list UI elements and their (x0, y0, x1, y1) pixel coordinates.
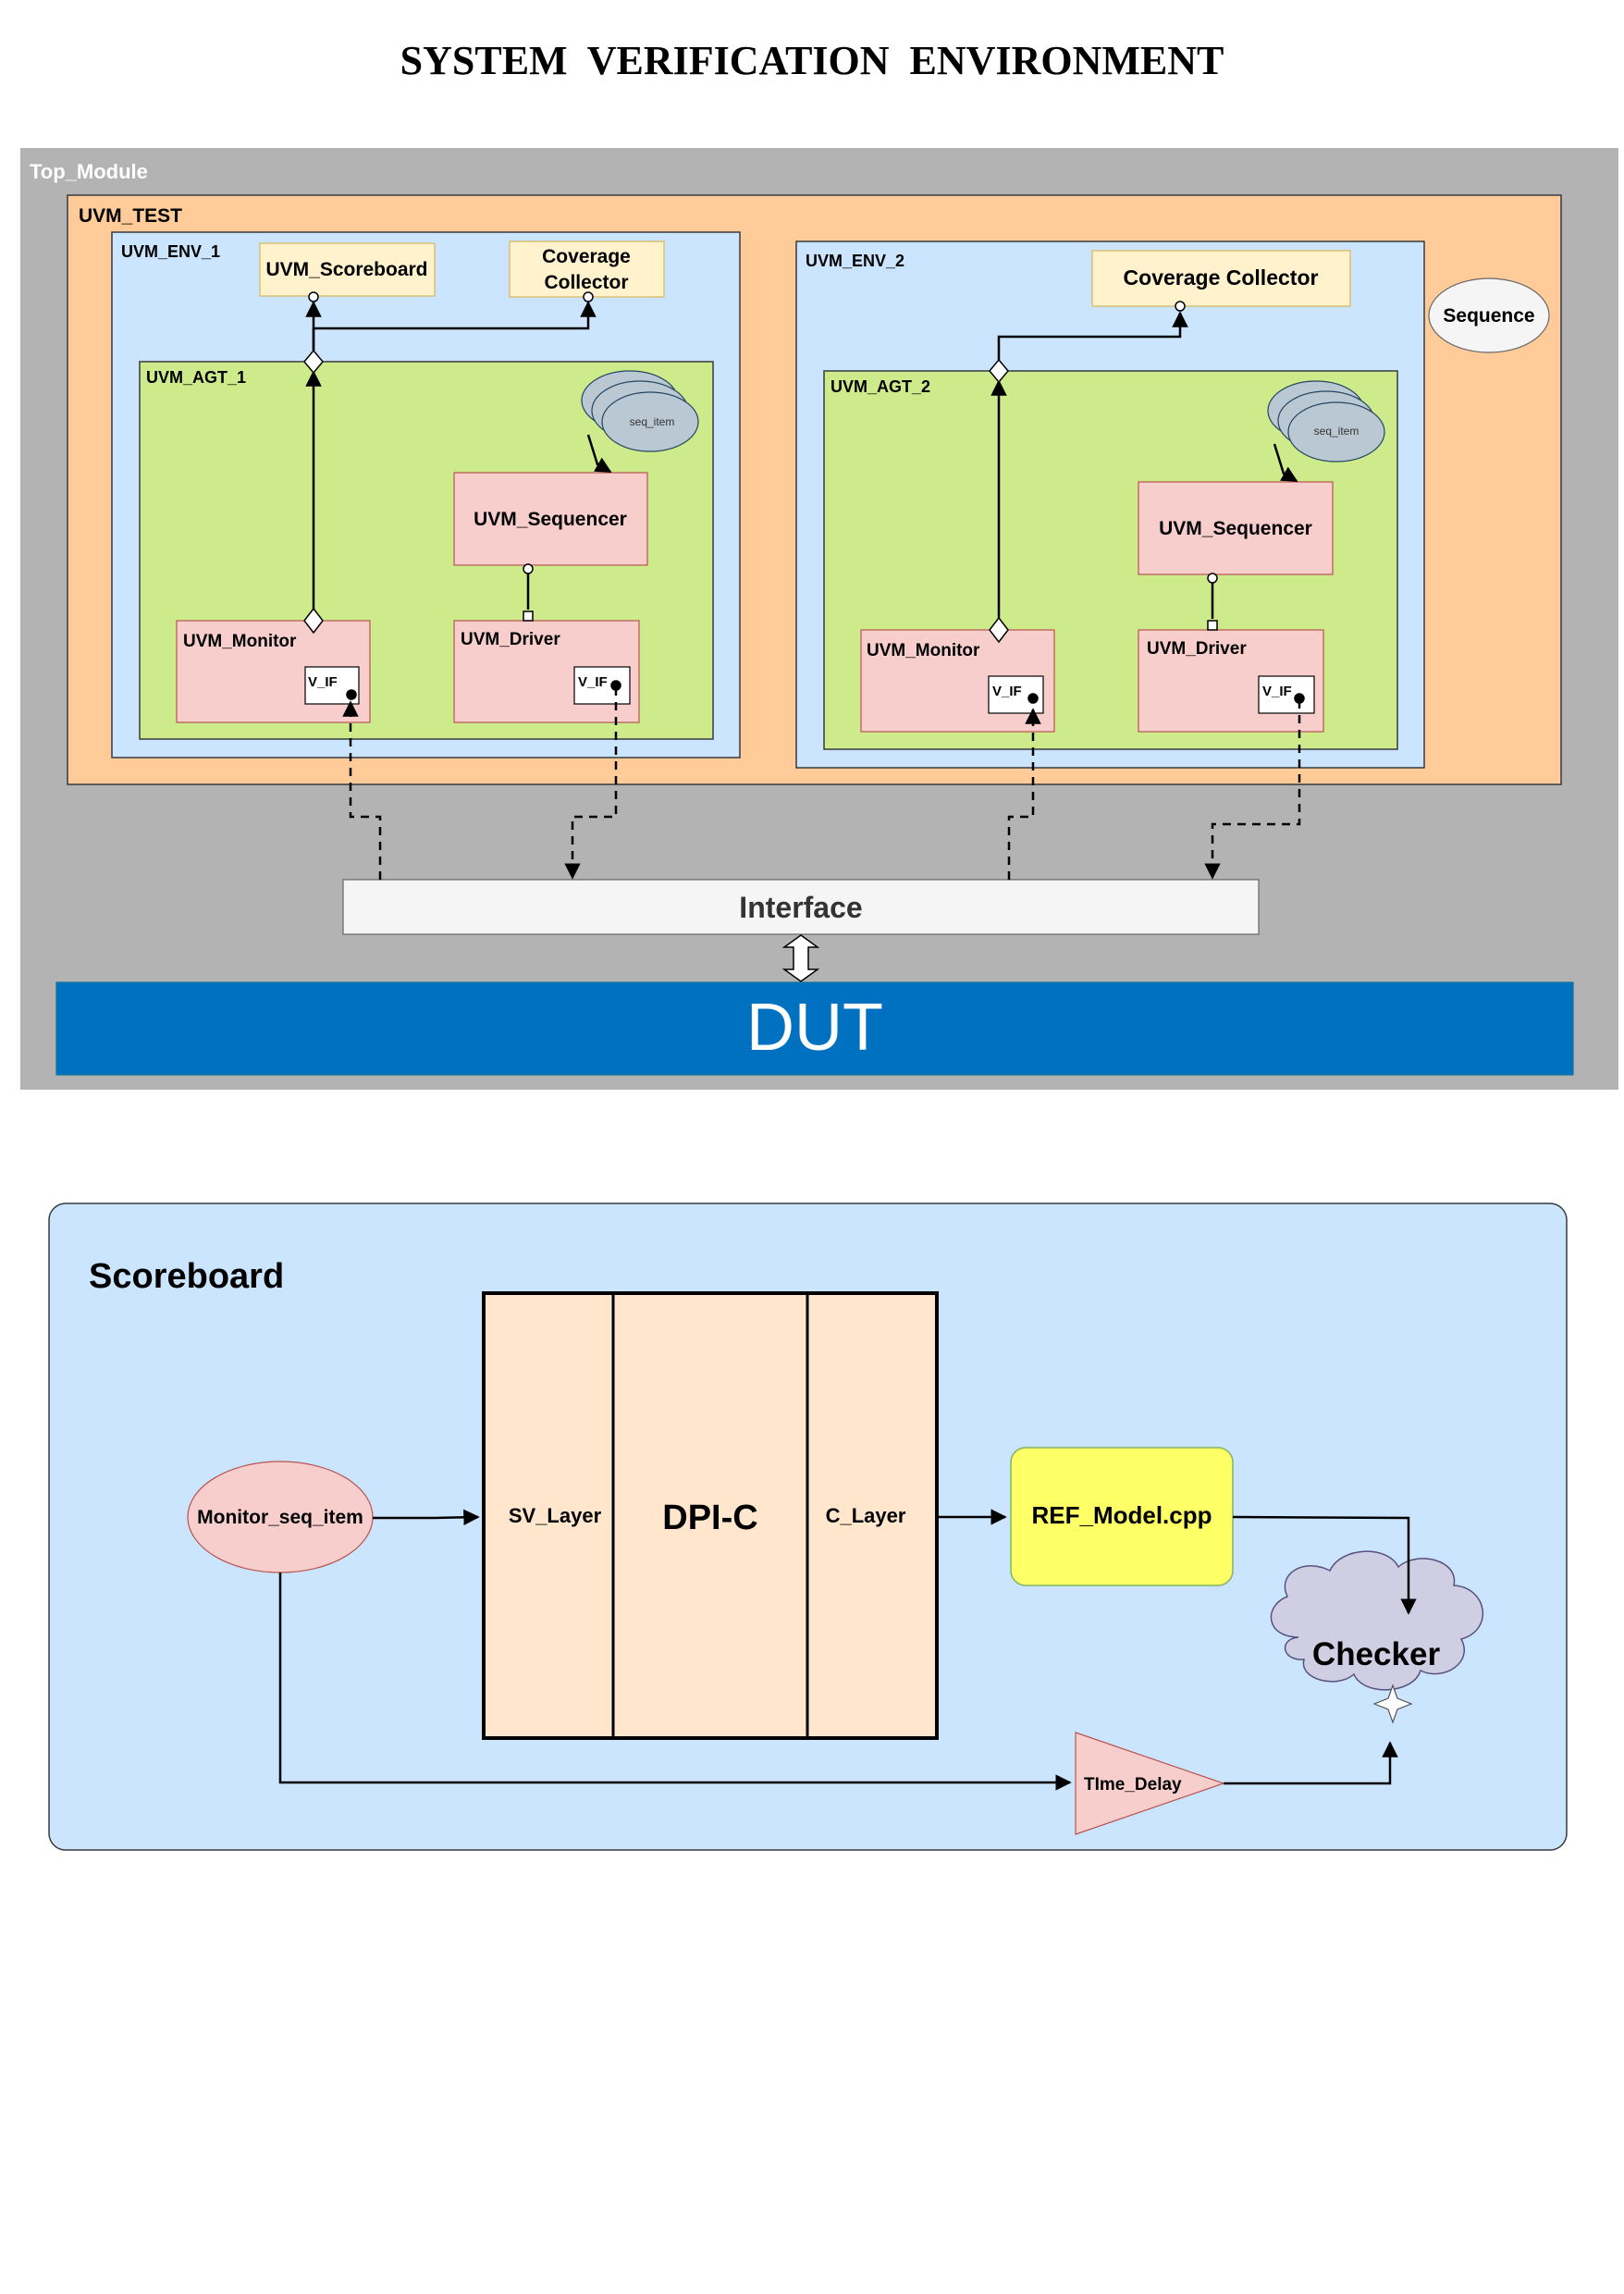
uvm-monitor-2-label: UVM_Monitor (867, 641, 980, 660)
uvm-test-label: UVM_TEST (79, 205, 182, 227)
checker-cloud[interactable] (1270, 1550, 1484, 1691)
seq-item-stack-1 (581, 370, 699, 452)
coverage-collector-2-label: Coverage Collector (1124, 265, 1319, 290)
uvm-scoreboard-box[interactable] (259, 242, 436, 297)
ref-model-label: REF_Model.cpp (1031, 1501, 1212, 1529)
env2-ports (989, 301, 1305, 704)
vif-driver-1-label: V_IF (578, 674, 608, 690)
sv-layer-label: SV_Layer (509, 1504, 602, 1527)
uvm-sequencer-1-label: UVM_Sequencer (474, 509, 627, 530)
seq-item-stack-2 (1267, 380, 1385, 462)
uvm-sequencer-2-box[interactable] (1138, 481, 1334, 575)
interface-label: Interface (739, 891, 862, 924)
uvm-env-2-label: UVM_ENV_2 (806, 252, 904, 270)
coverage-collector-1-line1: Coverage (542, 246, 631, 267)
sequence-ellipse[interactable] (1428, 278, 1550, 353)
dpi-block[interactable] (482, 1291, 939, 1740)
scoreboard-panel-title: Scoreboard (89, 1257, 284, 1296)
time-delay-triangle[interactable] (1075, 1732, 1225, 1835)
env1-ports (303, 291, 621, 700)
vif-driver-2-label: V_IF (1262, 684, 1292, 699)
scoreboard-arrows (278, 1509, 1417, 1791)
env1-connectors (305, 301, 612, 621)
uvm-monitor-2-box[interactable] (860, 629, 1055, 733)
sequence-label: Sequence (1443, 305, 1534, 327)
uvm-monitor-1-label: UVM_Monitor (183, 632, 297, 651)
vif-monitor-2-label: V_IF (992, 684, 1022, 699)
vif-monitor-1-label: V_IF (308, 674, 338, 690)
vif-driver-2-box[interactable] (1258, 675, 1315, 714)
dut-box[interactable] (55, 981, 1574, 1076)
monitor-seq-item-label: Monitor_seq_item (197, 1507, 363, 1528)
uvm-sequencer-2-label: UVM_Sequencer (1159, 518, 1312, 539)
seq-item-label-1: seq_item (630, 415, 675, 428)
uvm-scoreboard-label: UVM_Scoreboard (265, 259, 427, 280)
coverage-collector-2-box[interactable] (1091, 250, 1351, 307)
uvm-sequencer-1-box[interactable] (453, 472, 648, 566)
uvm-driver-1-label: UVM_Driver (461, 630, 560, 649)
interface-box[interactable] (342, 879, 1260, 935)
uvm-agt-2-label: UVM_AGT_2 (830, 377, 930, 396)
ref-model-box[interactable] (1010, 1447, 1234, 1586)
top-module-label: Top_Module (30, 160, 148, 183)
interface-dut-double-arrow (781, 934, 820, 982)
checker-label: Checker (1312, 1636, 1441, 1672)
checker-star-icon (1372, 1684, 1413, 1724)
vif-interface-links (342, 687, 1301, 880)
time-delay-label: TIme_Delay (1084, 1775, 1182, 1794)
dut-label: DUT (746, 991, 883, 1065)
uvm-env-1-label: UVM_ENV_1 (121, 242, 220, 261)
env2-connectors (990, 311, 1298, 619)
seq-item-label-2: seq_item (1314, 425, 1359, 438)
dpi-c-label: DPI-C (662, 1498, 757, 1537)
page-title: SYSTEM VERIFICATION ENVIRONMENT (400, 38, 1224, 83)
uvm-driver-2-label: UVM_Driver (1147, 639, 1247, 659)
c-layer-label: C_Layer (826, 1504, 906, 1527)
uvm-agt-1-label: UVM_AGT_1 (146, 368, 246, 387)
coverage-collector-1-line2: Collector (544, 272, 628, 293)
